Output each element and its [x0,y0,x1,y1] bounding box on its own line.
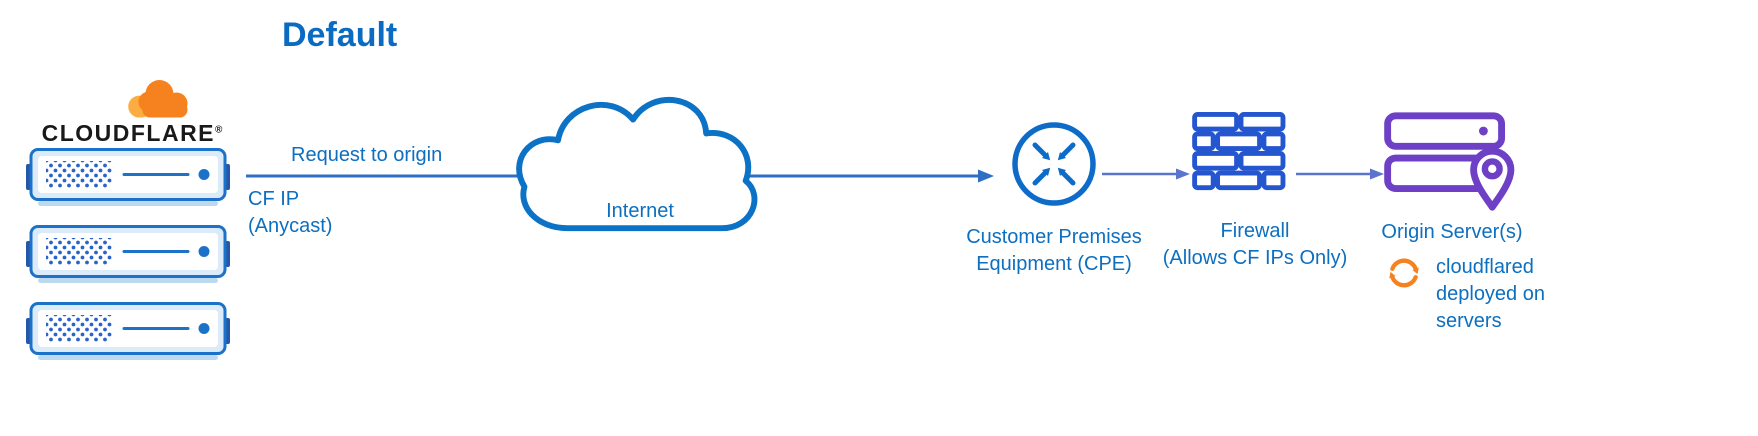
location-pin-icon [1470,147,1515,211]
cpe-label: Customer Premises Equipment (CPE) [966,226,1142,275]
connector-arrow [1296,168,1384,180]
connector-arrow [1102,168,1190,180]
internet-cloud-icon [516,96,758,232]
cpe-router-icon [1012,122,1096,206]
request-to-origin-label: Request to origin [291,144,443,166]
firewall-label: Firewall (Allows CF IPs Only) [1162,220,1348,269]
server-icon [26,148,230,210]
origin-servers-icon [1384,112,1515,211]
origin-label: Origin Server(s) [1381,221,1523,243]
brand-text: CLOUDFLARE [41,120,216,146]
cloudflare-cloud-icon [128,80,188,118]
cloudflare-wordmark: CLOUDFLARE® [30,120,234,147]
cf-ip-anycast-label: CF IP (Anycast) [248,188,333,237]
cloudflared-note: cloudflared deployed on servers [1436,256,1545,332]
server-icon [26,302,230,364]
server-icon [26,225,230,287]
registered-mark: ® [215,124,223,136]
internet-label: Internet [606,200,674,222]
firewall-bricks-icon [1192,112,1286,191]
diagram-title: Default [282,16,398,54]
sync-arrows-icon [1389,258,1419,288]
